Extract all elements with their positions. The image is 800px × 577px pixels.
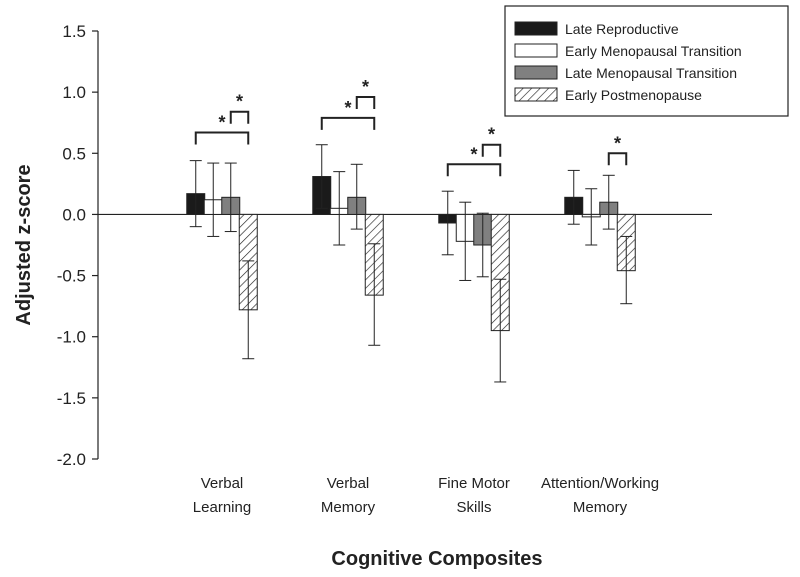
category-label: Verbal (327, 475, 370, 492)
significance-star: * (218, 112, 225, 132)
y-axis-title: Adjusted z-score (13, 164, 35, 325)
legend-label: Early Menopausal Transition (565, 43, 742, 59)
legend-label: Late Reproductive (565, 21, 679, 37)
category-label: Attention/Working (541, 475, 659, 492)
category-label: Skills (456, 499, 491, 516)
legend-label: Early Postmenopause (565, 87, 702, 103)
y-tick-label: 1.0 (62, 83, 86, 102)
significance-bracket (194, 131, 250, 145)
category-label: Memory (321, 499, 376, 516)
y-tick-label: 0.5 (62, 144, 86, 163)
y-tick-label: -1.5 (57, 389, 86, 408)
significance-bracket (446, 163, 502, 177)
error-bars (189, 144, 633, 383)
category-label: Fine Motor (438, 475, 510, 492)
legend-label: Late Menopausal Transition (565, 65, 737, 81)
significance-bracket (320, 116, 376, 130)
y-tick-label: -0.5 (57, 267, 86, 286)
significance-star: * (488, 125, 495, 145)
significance-star: * (614, 133, 621, 153)
significance-star: * (470, 144, 477, 164)
y-tick-label: -1.0 (57, 328, 86, 347)
category-label: Learning (193, 499, 251, 516)
significance-bracket (229, 110, 250, 124)
y-tick-label: 0.0 (62, 205, 86, 224)
bars (186, 176, 636, 332)
category-label: Memory (573, 499, 628, 516)
y-tick-label: -2.0 (57, 450, 86, 469)
legend-swatch (514, 87, 558, 102)
x-axis-title: Cognitive Composites (331, 548, 542, 570)
significance-bracket (481, 143, 502, 157)
y-tick-label: 1.5 (62, 22, 86, 41)
significance-star: * (344, 98, 351, 118)
legend-swatch (514, 65, 558, 80)
significance-star: * (362, 77, 369, 97)
significance-bracket (355, 96, 376, 110)
significance-bracket (607, 152, 628, 166)
significance-star: * (236, 92, 243, 112)
legend-swatch (514, 43, 558, 58)
category-label: Verbal (201, 475, 244, 492)
significance-brackets: * * * * * * * (194, 77, 628, 177)
legend-swatch (514, 21, 558, 36)
